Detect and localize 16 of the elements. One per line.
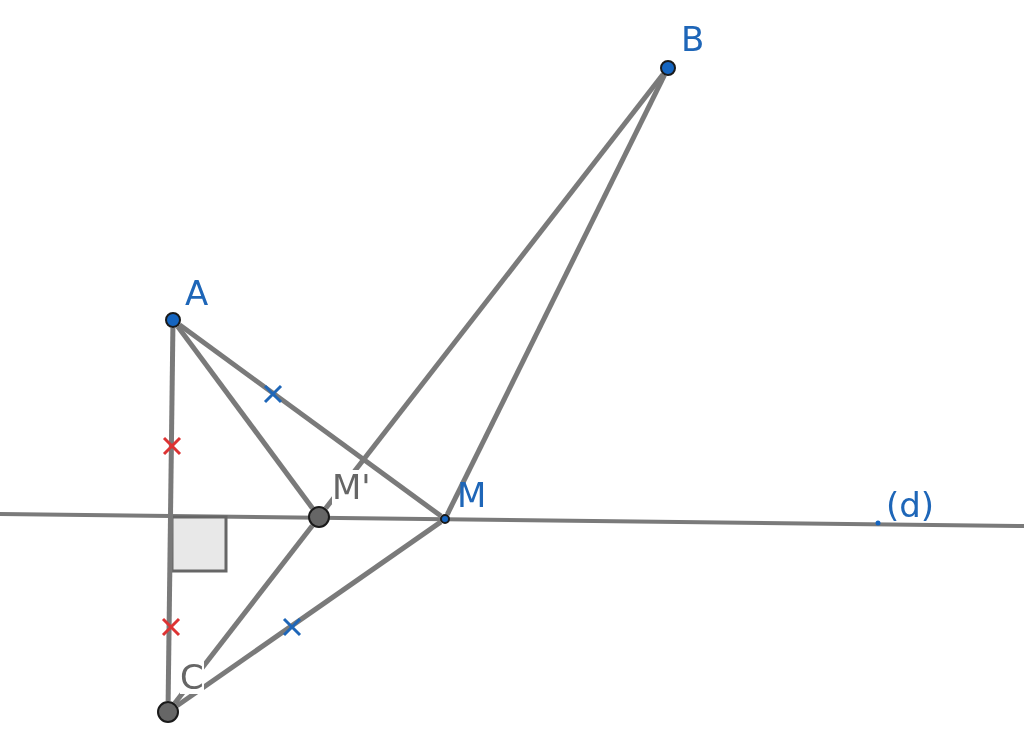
point-label: M' xyxy=(332,470,371,504)
line-segment xyxy=(175,324,315,510)
point-label: C xyxy=(180,660,204,694)
line-label: (d) xyxy=(886,488,935,522)
point-marker xyxy=(157,701,179,723)
point-marker xyxy=(308,506,330,528)
point-label: M xyxy=(457,478,487,512)
point-label: B xyxy=(681,22,705,56)
line-segment xyxy=(165,327,176,702)
point-marker xyxy=(660,60,676,76)
point-marker xyxy=(165,312,181,328)
line-segment xyxy=(178,322,443,519)
point-marker xyxy=(440,514,450,524)
line-segment xyxy=(444,74,667,516)
point-label: A xyxy=(185,276,209,310)
line-segment xyxy=(175,519,443,708)
